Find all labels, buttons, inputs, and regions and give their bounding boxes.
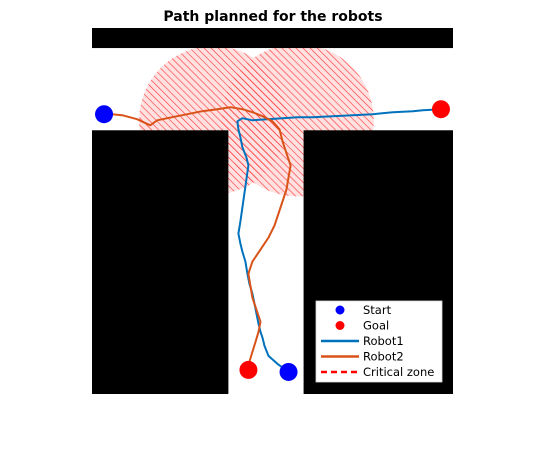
legend-entry-start: Start <box>335 303 392 317</box>
start-marker-1 <box>95 105 114 124</box>
legend-entry-robot2: Robot2 <box>321 350 404 364</box>
legend-label: Critical zone <box>363 365 434 379</box>
goal-marker-2 <box>239 360 258 379</box>
legend-entry-goal: Goal <box>335 319 389 333</box>
goal-marker-1 <box>431 100 450 119</box>
obstacle-left-block <box>92 130 229 394</box>
legend-entry-robot1: Robot1 <box>321 334 404 348</box>
start-goal-markers <box>95 100 450 381</box>
legend-symbol <box>335 321 345 330</box>
legend-entry-critical-zone: Critical zone <box>321 365 434 379</box>
path-robot2 <box>103 106 292 371</box>
robot-paths <box>103 106 442 373</box>
obstacle-top-wall <box>92 28 453 49</box>
start-marker-2 <box>279 362 298 381</box>
legend-label: Goal <box>363 319 389 333</box>
legend-label: Robot2 <box>363 350 404 364</box>
chart-title: Path planned for the robots <box>163 9 382 25</box>
legend-symbol <box>335 305 345 315</box>
plot-area <box>92 28 453 394</box>
legend-label: Robot1 <box>363 334 404 348</box>
legend-label: Start <box>363 303 392 317</box>
